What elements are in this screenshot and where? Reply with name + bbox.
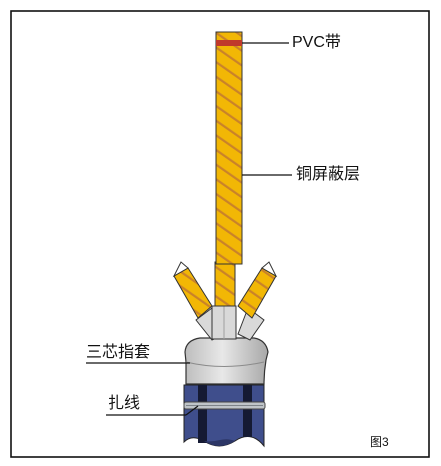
figure-frame — [10, 10, 430, 458]
pvc-tape-band — [216, 40, 242, 46]
binding-wire-label: 扎线 — [108, 395, 141, 412]
finger-sleeve-label: 三芯指套 — [86, 344, 151, 361]
binding-wire — [183, 401, 266, 410]
binding-wire-leader-tip — [185, 405, 199, 416]
core-right — [237, 261, 278, 319]
figure-caption: 图3 — [370, 435, 389, 449]
three-core-finger-sleeve — [184, 305, 269, 385]
copper-shield-label: 铜屏蔽层 — [296, 166, 361, 183]
copper-shield-strip — [215, 31, 243, 265]
core-center — [214, 261, 236, 307]
cable-body — [183, 384, 265, 448]
pvc-tape-label: PVC带 — [292, 34, 341, 51]
core-left — [172, 261, 213, 319]
